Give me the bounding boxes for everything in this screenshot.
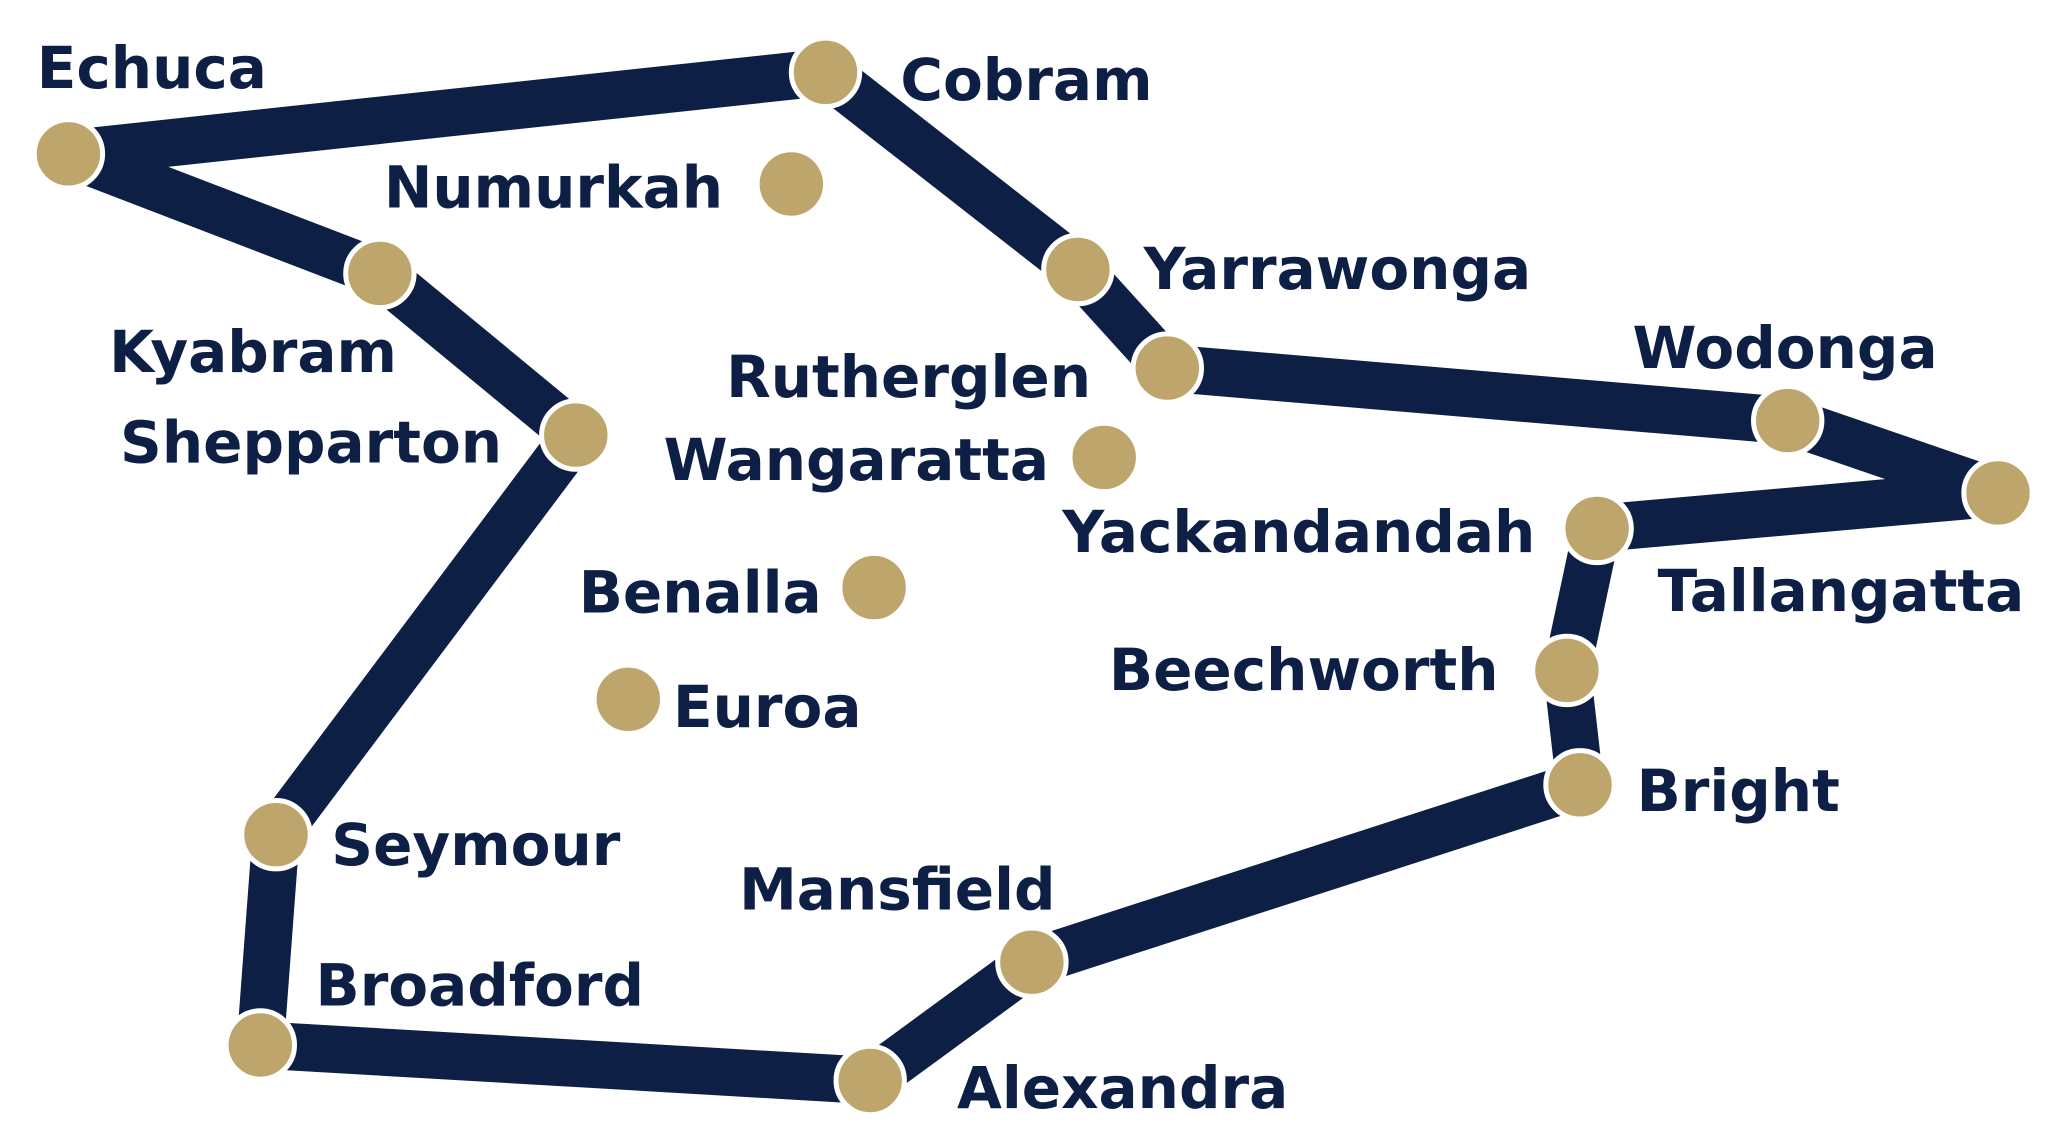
label-yarrawonga: Yarrawonga (1143, 235, 1532, 303)
stop-yarrawonga (1041, 232, 1115, 307)
stop-echuca (31, 117, 106, 191)
label-broadford: Broadford (316, 952, 645, 1020)
stop-alexandra (833, 1043, 907, 1118)
stop-broadford (223, 1008, 297, 1082)
label-beechworth: Beechworth (1109, 636, 1499, 704)
label-tallangatta: Tallangatta (1658, 557, 2025, 625)
label-seymour: Seymour (331, 811, 620, 879)
stop-beechworth (1530, 633, 1604, 708)
town-labels: Echuca CobramNumurkahYarrawongaRutherglen… (37, 34, 2025, 1122)
label-shepparton: Shepparton (120, 409, 502, 477)
label-euroa: Euroa (673, 673, 862, 741)
label-alexandra: Alexandra (957, 1054, 1288, 1122)
label-echuca: Echuca (37, 34, 267, 102)
route-line (44, 48, 2022, 1105)
stop-rutherglen (1130, 331, 1205, 405)
stop-numurkah (754, 147, 828, 221)
label-yackandandah: Yackandandah (1061, 498, 1535, 566)
label-mansfield: Mansfield (739, 856, 1055, 924)
label-kyabram: Kyabram (109, 318, 397, 386)
stop-tallangatta (1961, 456, 2035, 530)
label-numurkah: Numurkah (384, 154, 723, 222)
stop-cobram (788, 35, 863, 110)
stop-benalla (837, 550, 911, 625)
stop-mansfield (995, 925, 1069, 999)
stop-wangaratta (1067, 420, 1141, 495)
stop-shepparton (539, 398, 613, 472)
label-cobram: Cobram (900, 46, 1152, 114)
label-benalla: Benalla (579, 559, 822, 627)
label-wodonga: Wodonga (1633, 314, 1938, 382)
stop-kyabram (343, 236, 417, 311)
town-stops (31, 35, 2035, 1118)
stop-euroa (591, 662, 665, 736)
label-bright: Bright (1637, 757, 1840, 825)
stop-bright (1543, 748, 1617, 822)
label-rutherglen: Rutherglen (726, 343, 1091, 411)
stop-seymour (239, 798, 313, 872)
stop-yackandandah (1560, 491, 1634, 566)
label-wangaratta: Wangaratta (664, 426, 1049, 494)
stop-wodonga (1751, 383, 1825, 458)
